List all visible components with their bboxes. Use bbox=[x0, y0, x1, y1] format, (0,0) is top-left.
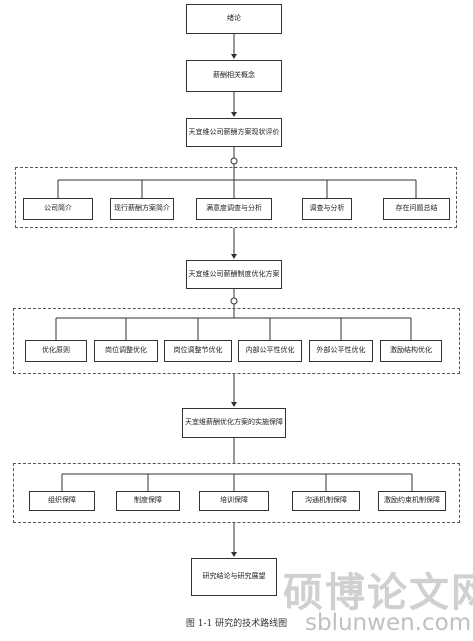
junction-circle-2 bbox=[230, 297, 238, 305]
junction-circle-1 bbox=[230, 157, 238, 165]
watermark-chinese: 硕博论文网 bbox=[283, 569, 473, 616]
node-theory: 薪酬相关概念 bbox=[186, 60, 282, 92]
watermark-url: sblunwen.com bbox=[305, 610, 472, 636]
node-guarantee: 天宜维薪酬优化方案的实施保障 bbox=[182, 408, 286, 438]
plan-item: 岗位调整优化 bbox=[94, 340, 158, 362]
node-plan: 天宜维公司薪酬制度优化方案 bbox=[186, 260, 282, 289]
node-intro: 绪论 bbox=[186, 4, 282, 34]
analysis-item: 公司简介 bbox=[23, 198, 93, 220]
figure-caption: 图 1-1 研究的技术路线图 bbox=[185, 619, 288, 629]
plan-item: 激励结构优化 bbox=[380, 340, 442, 362]
analysis-item: 存在问题总结 bbox=[383, 198, 450, 220]
guarantee-group bbox=[13, 463, 460, 523]
analysis-item: 现行薪酬方案简介 bbox=[110, 198, 174, 220]
plan-item: 外部公平性优化 bbox=[309, 340, 373, 362]
guarantee-item: 制度保障 bbox=[116, 491, 180, 511]
guarantee-item: 沟通机制保障 bbox=[292, 491, 360, 511]
guarantee-item: 组织保障 bbox=[29, 491, 95, 511]
plan-group bbox=[13, 308, 460, 374]
node-status: 天宜维公司薪酬方案现状评价 bbox=[186, 118, 282, 147]
plan-item: 内部公平性优化 bbox=[238, 340, 302, 362]
node-conclusion: 研究结论与研究展望 bbox=[191, 558, 277, 596]
guarantee-item: 培训保障 bbox=[199, 491, 269, 511]
analysis-item: 满意度调查与分析 bbox=[196, 198, 272, 220]
analysis-item: 调查与分析 bbox=[302, 198, 352, 220]
plan-item: 岗位调整节优化 bbox=[164, 340, 232, 362]
analysis-group bbox=[15, 167, 457, 228]
plan-item: 优化原则 bbox=[25, 340, 87, 362]
guarantee-item: 激励约束机制保障 bbox=[378, 491, 446, 511]
